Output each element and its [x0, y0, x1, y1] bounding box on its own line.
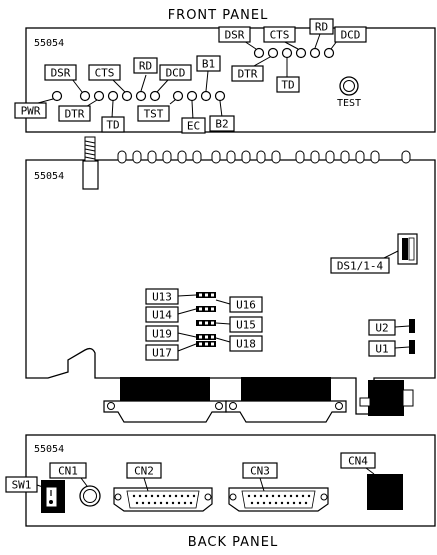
jumper-labels: U13 U14 U19 U17 U16 U15 U18 U2 U1: [145, 288, 410, 361]
mounting-post: [82, 136, 99, 190]
label-cn2: CN2: [134, 465, 154, 478]
led-b1: [200, 90, 212, 102]
board-led-row: [117, 150, 411, 164]
led-rd-2: [309, 47, 321, 59]
switch-label-box: [330, 257, 390, 274]
back-panel-outline: [25, 434, 436, 527]
circuit-board: [25, 159, 436, 415]
label-tst: TST: [144, 108, 164, 121]
back-panel-title: BACK PANEL: [188, 535, 278, 550]
front-panel-title: FRONT PANEL: [168, 8, 269, 23]
front-left-leds: [51, 90, 226, 102]
label-u2: U2: [375, 322, 388, 335]
cn3-connector: [228, 487, 329, 512]
cn2-connector: [113, 487, 213, 512]
label-td-2: TD: [281, 79, 294, 92]
sw1-label-box: [5, 476, 38, 493]
label-td: TD: [106, 119, 119, 132]
led-pwr: [51, 90, 63, 102]
led-dcd-2: [323, 47, 335, 59]
board-model: 55054: [34, 171, 64, 182]
board-connector-left: [103, 377, 227, 423]
switch-label: DS1/1-4: [337, 260, 384, 273]
led-td-2: [281, 47, 293, 59]
switch-leader: [383, 250, 399, 259]
label-cn1: CN1: [58, 465, 78, 478]
cn1-label-box: [49, 462, 87, 479]
cn1-connector: [79, 485, 101, 507]
led-rd: [135, 90, 147, 102]
dip-switch: [397, 233, 418, 265]
label-u1: U1: [375, 343, 388, 356]
label-sw1: SW1: [12, 479, 32, 492]
label-ec: EC: [187, 120, 200, 133]
front-left-labels: PWR DSR DTR TD CTS RD DCD TST EC B1 B2: [14, 55, 235, 134]
label-b2: B2: [215, 118, 228, 131]
front-panel-model: 55054: [34, 38, 64, 49]
label-dcd: DCD: [166, 67, 186, 80]
back-panel-model: 55054: [34, 444, 64, 455]
label-dtr: DTR: [65, 108, 85, 121]
test-button: [339, 76, 359, 96]
led-dsr-2: [253, 47, 265, 59]
led-cts: [121, 90, 133, 102]
led-dtr-2: [267, 47, 279, 59]
led-dcd: [149, 90, 161, 102]
label-u17: U17: [152, 347, 172, 360]
led-cts-2: [295, 47, 307, 59]
front-right-leds: [253, 47, 335, 59]
front-right-labels: DSR CTS RD DCD DTR TD: [218, 18, 367, 93]
label-cts-2: CTS: [270, 29, 290, 42]
label-dcd-2: DCD: [341, 29, 361, 42]
jumper-blocks: [196, 292, 415, 354]
cn4-connector: [367, 474, 403, 510]
power-switch: [41, 480, 65, 513]
label-u15: U15: [236, 319, 256, 332]
led-ec: [186, 90, 198, 102]
label-cts: CTS: [95, 67, 115, 80]
label-u16: U16: [236, 299, 256, 312]
led-td: [107, 90, 119, 102]
led-b2: [214, 90, 226, 102]
label-u19: U19: [152, 328, 172, 341]
label-rd: RD: [139, 60, 152, 73]
label-u14: U14: [152, 309, 172, 322]
label-pwr: PWR: [21, 105, 41, 118]
led-dsr: [79, 90, 91, 102]
led-tst: [172, 90, 184, 102]
label-rd-2: RD: [315, 21, 328, 34]
label-cn3: CN3: [250, 465, 270, 478]
label-dtr-2: DTR: [238, 68, 258, 81]
front-left-leaders: [37, 70, 223, 121]
label-b1: B1: [202, 58, 215, 71]
label-dsr-2: DSR: [225, 29, 245, 42]
board-connector-jack: [359, 380, 414, 416]
label-u13: U13: [152, 291, 172, 304]
cn4-label-box: [340, 452, 376, 469]
front-right-leaders: [243, 33, 338, 77]
label-u18: U18: [236, 338, 256, 351]
board-connector-right: [225, 377, 347, 423]
led-dtr: [93, 90, 105, 102]
label-dsr: DSR: [51, 67, 71, 80]
label-cn4: CN4: [348, 455, 368, 468]
test-label: TEST: [337, 98, 361, 109]
